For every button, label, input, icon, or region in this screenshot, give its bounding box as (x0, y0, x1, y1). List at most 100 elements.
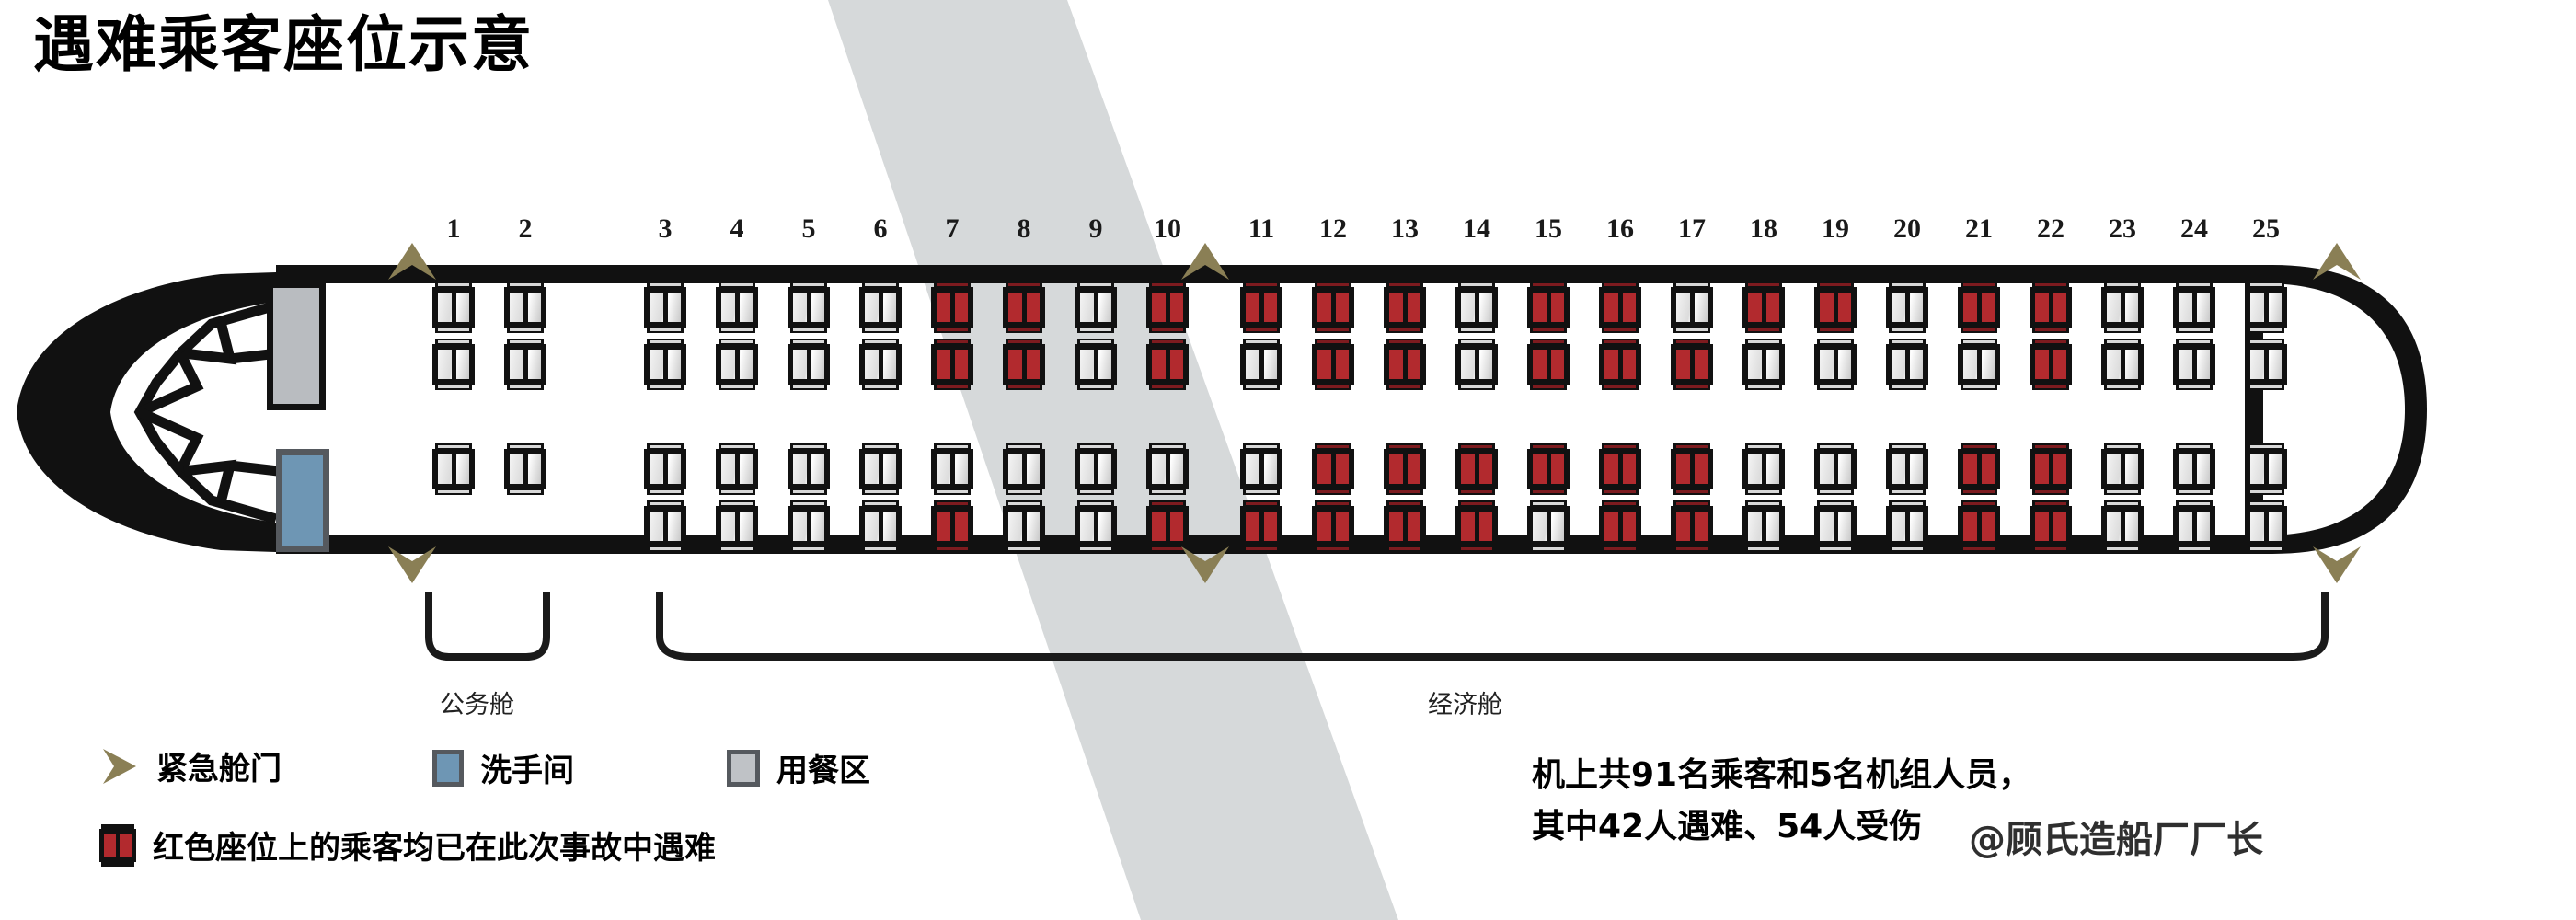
seat-upper-b-row6[interactable] (859, 339, 902, 390)
seat-lower-a-row16[interactable] (1599, 443, 1641, 495)
seat-upper-a-row21[interactable] (1958, 282, 2000, 333)
seat-upper-a-row18[interactable] (1742, 282, 1785, 333)
seat-lower-a-row1[interactable] (432, 443, 475, 495)
seat-lower-a-row23[interactable] (2101, 443, 2144, 495)
seat-lower-b-row7[interactable] (931, 500, 973, 552)
seat-lower-b-row9[interactable] (1075, 500, 1117, 552)
seat-lower-b-row5[interactable] (788, 500, 830, 552)
seat-upper-b-row9[interactable] (1075, 339, 1117, 390)
seat-lower-a-row8[interactable] (1003, 443, 1045, 495)
seat-upper-b-row1[interactable] (432, 339, 475, 390)
seat-lower-b-row8[interactable] (1003, 500, 1045, 552)
emergency-door-mid-left[interactable] (1179, 241, 1231, 286)
seat-upper-a-row25[interactable] (2245, 282, 2287, 333)
seat-upper-b-row25[interactable] (2245, 339, 2287, 390)
seat-upper-b-row24[interactable] (2173, 339, 2215, 390)
seat-lower-b-row25[interactable] (2245, 500, 2287, 552)
seat-upper-a-row9[interactable] (1075, 282, 1117, 333)
seat-upper-a-row5[interactable] (788, 282, 830, 333)
seat-lower-a-row21[interactable] (1958, 443, 2000, 495)
seat-lower-a-row17[interactable] (1671, 443, 1713, 495)
seat-lower-b-row14[interactable] (1455, 500, 1498, 552)
seat-lower-a-row9[interactable] (1075, 443, 1117, 495)
seat-upper-b-row12[interactable] (1312, 339, 1354, 390)
seat-upper-b-row18[interactable] (1742, 339, 1785, 390)
seat-lower-b-row6[interactable] (859, 500, 902, 552)
seat-upper-b-row7[interactable] (931, 339, 973, 390)
seat-lower-b-row11[interactable] (1240, 500, 1282, 552)
emergency-door-fwd-left[interactable] (386, 241, 438, 286)
seat-lower-a-row18[interactable] (1742, 443, 1785, 495)
seat-upper-a-row8[interactable] (1003, 282, 1045, 333)
seat-upper-a-row1[interactable] (432, 282, 475, 333)
seat-upper-b-row16[interactable] (1599, 339, 1641, 390)
seat-lower-b-row10[interactable] (1146, 500, 1189, 552)
seat-lower-b-row12[interactable] (1312, 500, 1354, 552)
seat-upper-b-row5[interactable] (788, 339, 830, 390)
seat-lower-a-row15[interactable] (1527, 443, 1570, 495)
seat-lower-b-row13[interactable] (1384, 500, 1426, 552)
seat-upper-b-row23[interactable] (2101, 339, 2144, 390)
seat-lower-b-row18[interactable] (1742, 500, 1785, 552)
seat-upper-a-row13[interactable] (1384, 282, 1426, 333)
seat-upper-a-row19[interactable] (1814, 282, 1857, 333)
seat-lower-b-row3[interactable] (644, 500, 686, 552)
seat-upper-a-row7[interactable] (931, 282, 973, 333)
seat-upper-a-row10[interactable] (1146, 282, 1189, 333)
emergency-door-fwd-right[interactable] (386, 545, 438, 590)
seat-lower-b-row23[interactable] (2101, 500, 2144, 552)
seat-upper-b-row4[interactable] (716, 339, 758, 390)
seat-lower-a-row5[interactable] (788, 443, 830, 495)
seat-upper-a-row3[interactable] (644, 282, 686, 333)
seat-upper-b-row14[interactable] (1455, 339, 1498, 390)
seat-upper-a-row16[interactable] (1599, 282, 1641, 333)
seat-upper-b-row15[interactable] (1527, 339, 1570, 390)
seat-upper-b-row22[interactable] (2030, 339, 2072, 390)
seat-upper-b-row11[interactable] (1240, 339, 1282, 390)
seat-upper-a-row24[interactable] (2173, 282, 2215, 333)
emergency-door-aft-left[interactable] (2311, 241, 2363, 286)
seat-lower-a-row11[interactable] (1240, 443, 1282, 495)
seat-lower-a-row20[interactable] (1886, 443, 1928, 495)
seat-lower-b-row15[interactable] (1527, 500, 1570, 552)
seat-lower-a-row13[interactable] (1384, 443, 1426, 495)
seat-upper-a-row11[interactable] (1240, 282, 1282, 333)
seat-lower-a-row6[interactable] (859, 443, 902, 495)
seat-upper-a-row20[interactable] (1886, 282, 1928, 333)
seat-lower-a-row12[interactable] (1312, 443, 1354, 495)
seat-upper-b-row21[interactable] (1958, 339, 2000, 390)
seat-lower-a-row19[interactable] (1814, 443, 1857, 495)
seat-lower-b-row24[interactable] (2173, 500, 2215, 552)
seat-upper-a-row17[interactable] (1671, 282, 1713, 333)
seat-lower-b-row17[interactable] (1671, 500, 1713, 552)
seat-lower-b-row19[interactable] (1814, 500, 1857, 552)
emergency-door-mid-right[interactable] (1179, 545, 1231, 590)
seat-lower-a-row24[interactable] (2173, 443, 2215, 495)
seat-upper-b-row3[interactable] (644, 339, 686, 390)
seat-upper-a-row12[interactable] (1312, 282, 1354, 333)
seat-lower-b-row22[interactable] (2030, 500, 2072, 552)
seat-upper-b-row2[interactable] (504, 339, 546, 390)
seat-lower-b-row16[interactable] (1599, 500, 1641, 552)
seat-lower-b-row20[interactable] (1886, 500, 1928, 552)
seat-lower-a-row22[interactable] (2030, 443, 2072, 495)
seat-lower-a-row10[interactable] (1146, 443, 1189, 495)
seat-upper-a-row22[interactable] (2030, 282, 2072, 333)
seat-lower-a-row2[interactable] (504, 443, 546, 495)
seat-lower-a-row14[interactable] (1455, 443, 1498, 495)
seat-upper-a-row2[interactable] (504, 282, 546, 333)
seat-lower-a-row25[interactable] (2245, 443, 2287, 495)
seat-lower-a-row7[interactable] (931, 443, 973, 495)
seat-upper-a-row4[interactable] (716, 282, 758, 333)
seat-upper-b-row10[interactable] (1146, 339, 1189, 390)
seat-upper-b-row17[interactable] (1671, 339, 1713, 390)
seat-lower-b-row21[interactable] (1958, 500, 2000, 552)
seat-lower-a-row3[interactable] (644, 443, 686, 495)
seat-upper-b-row13[interactable] (1384, 339, 1426, 390)
seat-upper-b-row8[interactable] (1003, 339, 1045, 390)
seat-upper-a-row23[interactable] (2101, 282, 2144, 333)
seat-upper-b-row19[interactable] (1814, 339, 1857, 390)
seat-upper-a-row15[interactable] (1527, 282, 1570, 333)
seat-lower-a-row4[interactable] (716, 443, 758, 495)
seat-upper-a-row14[interactable] (1455, 282, 1498, 333)
